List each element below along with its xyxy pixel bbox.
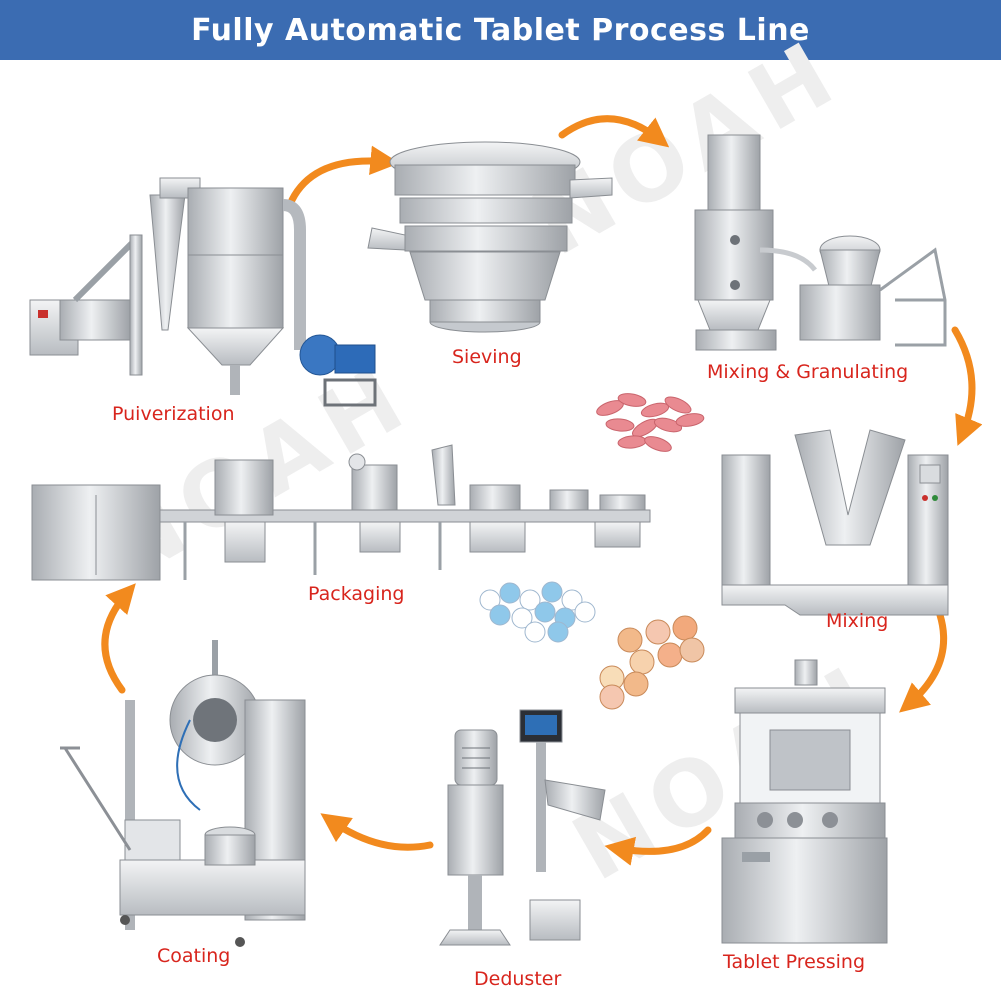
- sieve-machine: [367, 141, 613, 333]
- stage-label-packaging: Packaging: [308, 583, 405, 605]
- blue-white-tablets: [479, 581, 596, 643]
- stage-label-mixing-granulating: Mixing & Granulating: [707, 361, 909, 383]
- stage-label-sieving: Sieving: [452, 346, 522, 368]
- stage-label-deduster: Deduster: [474, 968, 562, 990]
- arrow-granulating-to-mixing: [951, 326, 983, 446]
- packaging-line: [31, 444, 651, 581]
- arrow-pressing-to-deduster: [604, 826, 712, 866]
- stage-label-tablet-pressing: Tablet Pressing: [723, 951, 866, 973]
- title-banner: Fully Automatic Tablet Process Line: [0, 0, 1001, 60]
- pink-tablets: [596, 393, 705, 452]
- stage-label-coating: Coating: [157, 945, 231, 967]
- arrow-pulverization-to-sieving: [288, 145, 400, 204]
- flow-arrows: [101, 115, 983, 866]
- tablet-press-machine: [721, 659, 888, 944]
- arrow-deduster-to-coating: [320, 813, 434, 851]
- stage-label-pulverization: Puiverization: [112, 403, 235, 425]
- pulverizer-machine: [29, 177, 377, 407]
- orange-chewable-tablets: [599, 615, 705, 710]
- granulator-machine: [694, 134, 947, 351]
- arrow-coating-to-packaging: [101, 583, 136, 694]
- arrow-mixing-to-pressing: [899, 611, 948, 713]
- process-illustration: [29, 115, 983, 947]
- arrow-sieving-to-granulating: [558, 115, 670, 148]
- deduster-machine: [439, 709, 606, 946]
- stage-label-mixing: Mixing: [826, 610, 889, 632]
- page-title: Fully Automatic Tablet Process Line: [191, 12, 810, 48]
- v-mixer-machine: [721, 429, 949, 616]
- coating-machine: [60, 640, 306, 947]
